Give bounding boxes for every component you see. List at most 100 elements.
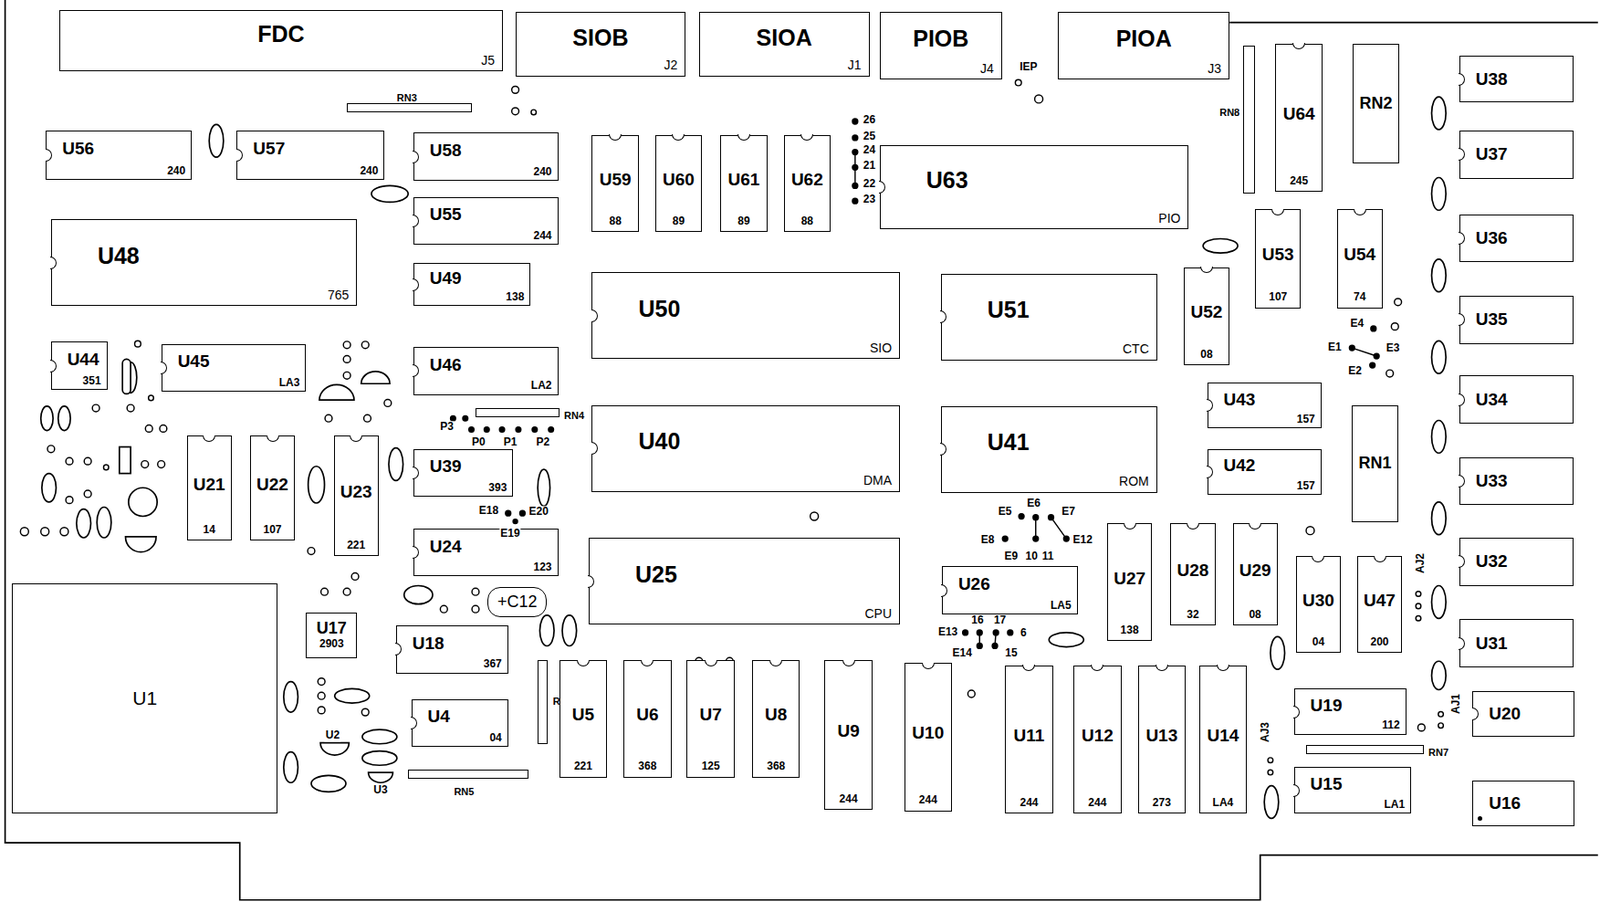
- jumper-label: P3: [439, 421, 455, 434]
- part-designator: U51: [987, 297, 1030, 324]
- jumper-label: E7: [1060, 505, 1077, 518]
- part-designator: U52: [1191, 303, 1224, 323]
- ic-chip: U43157: [1207, 382, 1322, 429]
- ic-chip: U404: [411, 699, 509, 748]
- pin1-notch: [1200, 266, 1214, 273]
- pin1-notch: [1472, 707, 1479, 721]
- part-number: 08: [1200, 348, 1213, 361]
- part-designator: U31: [1475, 634, 1508, 654]
- board-edge: [1229, 21, 1599, 24]
- ic-chip: U34: [1459, 375, 1574, 424]
- jumper-label: E5: [997, 505, 1014, 518]
- ic-chip: U7125: [686, 659, 735, 778]
- part-designator: RN2: [1359, 94, 1393, 114]
- part-designator: U28: [1176, 561, 1209, 581]
- pad: [531, 109, 537, 116]
- part-number: SIO: [869, 341, 892, 356]
- ic-chip: U27138: [1107, 522, 1152, 641]
- pin1-notch: [202, 435, 216, 442]
- ic-chip: U35: [1459, 295, 1574, 345]
- capacitor-symbol: [283, 752, 299, 784]
- capacitor-symbol: [539, 615, 555, 647]
- jumper-label: 23: [862, 193, 877, 206]
- part-number: 04: [1312, 636, 1325, 649]
- part-number: 368: [766, 760, 785, 773]
- ic-chip: U63PIO: [879, 145, 1190, 231]
- pin1-notch: [800, 134, 814, 141]
- part-designator: U45: [177, 352, 210, 372]
- part-number: 107: [1268, 291, 1287, 304]
- pad: [343, 355, 351, 364]
- pin1-notch: [1206, 465, 1214, 479]
- ic-chip: U11244: [1004, 665, 1054, 814]
- pad: [159, 425, 168, 433]
- capacitor-symbol: [1432, 660, 1447, 690]
- ic-chip: U19112: [1294, 688, 1407, 734]
- pin1-notch: [921, 662, 935, 670]
- ic-chip: U23221: [334, 435, 379, 556]
- part-number: 157: [1296, 413, 1316, 426]
- ic-chip: U2908: [1233, 522, 1278, 626]
- part-number: DMA: [863, 473, 892, 488]
- part-designator: U6: [636, 705, 659, 725]
- capacitor-symbol: [388, 448, 404, 482]
- part-number: 138: [1120, 624, 1140, 637]
- pad: [471, 587, 480, 596]
- part-designator: U23: [340, 482, 373, 502]
- ic-chip: U16: [1472, 780, 1575, 827]
- capacitor-symbol: [1048, 632, 1084, 648]
- part-number: 240: [533, 166, 553, 178]
- jumper-label: E9: [1003, 551, 1020, 564]
- connector-header: FDCJ5: [59, 10, 503, 72]
- jumper-label: 24: [862, 145, 877, 157]
- part-designator: U47: [1363, 591, 1396, 611]
- part-designator: RN4: [564, 409, 585, 421]
- pin1-notch: [1090, 664, 1104, 671]
- pad: [1390, 323, 1399, 331]
- pad: [361, 708, 369, 716]
- pin1-notch: [591, 309, 598, 323]
- pad: [1417, 723, 1425, 732]
- part-designator: U12: [1081, 726, 1114, 746]
- pin1-notch: [1293, 784, 1300, 797]
- capacitor-symbol: [1432, 501, 1447, 535]
- pad: [384, 399, 392, 408]
- part-number: 200: [1369, 636, 1389, 649]
- pin1-notch: [1293, 705, 1300, 719]
- pin1-notch: [1353, 209, 1367, 216]
- part-designator: U10: [911, 723, 944, 743]
- ic-chip: U37: [1459, 130, 1574, 179]
- jumper-pin: [520, 510, 526, 516]
- ic-chip: U58240: [413, 132, 559, 181]
- jumper-label: E12: [1071, 534, 1093, 547]
- ic-chip: U48765: [51, 219, 357, 306]
- pad: [361, 341, 369, 349]
- module-outline: U1: [11, 583, 278, 813]
- connector-header: SIOAJ1: [699, 11, 870, 76]
- ic-chip: U57240: [236, 130, 385, 180]
- jumper-label: 10: [1024, 551, 1039, 564]
- ic-chip: U22107: [250, 435, 295, 541]
- ic-chip: U49138: [413, 262, 532, 306]
- jumper-label: P2: [534, 436, 551, 449]
- part-number: 244: [1019, 796, 1038, 809]
- pin1-notch: [410, 716, 418, 730]
- jumper-pin: [532, 427, 538, 433]
- jumper-wire: [1351, 347, 1377, 356]
- ic-chip: U38: [1459, 55, 1574, 102]
- ic-chip: U5988: [591, 135, 638, 232]
- part-number: 89: [672, 215, 685, 228]
- ic-chip: U6368: [623, 659, 672, 778]
- part-designator: U57: [252, 139, 285, 159]
- connector-name: SIOB: [572, 25, 628, 52]
- part-designator: U20: [1488, 704, 1521, 724]
- capacitor-symbol: [1432, 177, 1447, 210]
- connector-ref: J5: [481, 53, 495, 68]
- jumper-label: 6: [1019, 627, 1028, 639]
- part-designator: U62: [791, 170, 824, 190]
- capacitor-symbol: [1432, 585, 1447, 619]
- part-designator: U33: [1475, 471, 1508, 492]
- jumper-pin: [483, 427, 490, 433]
- ic-chip: U6288: [784, 135, 831, 232]
